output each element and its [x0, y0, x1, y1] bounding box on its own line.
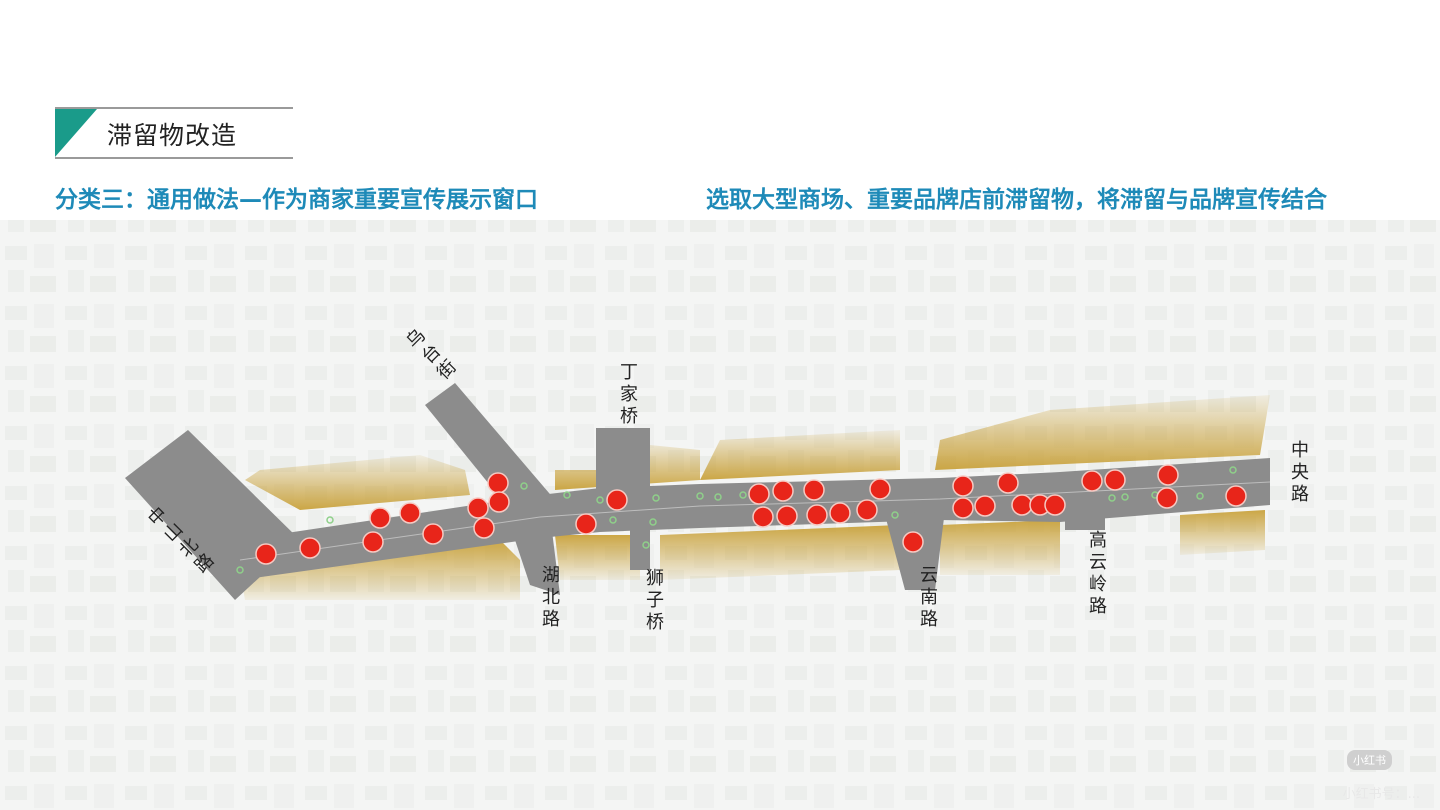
retained-object-marker — [856, 499, 878, 521]
retained-object-marker — [255, 543, 277, 565]
retained-object-marker — [997, 472, 1019, 494]
teal-triangle-icon — [55, 109, 97, 157]
watermark-text: 小红书号：... — [1342, 787, 1420, 802]
retained-object-marker — [1081, 470, 1103, 492]
retained-object-marker — [575, 513, 597, 535]
retained-object-marker — [1225, 485, 1247, 507]
retained-object-marker — [806, 504, 828, 526]
retained-object-marker — [473, 517, 495, 539]
retained-object-marker — [487, 472, 509, 494]
retained-object-marker — [952, 475, 974, 497]
header-bottom-line — [55, 157, 293, 159]
retained-object-marker — [1157, 464, 1179, 486]
subtitle-right: 选取大型商场、重要品牌店前滞留物，将滞留与品牌宣传结合 — [706, 187, 1327, 213]
section-header: 滞留物改造 — [55, 107, 293, 159]
retained-object-marker — [488, 491, 510, 513]
retained-object-marker — [467, 497, 489, 519]
map-canvas — [0, 220, 1440, 810]
retained-object-marker — [902, 531, 924, 553]
road-label: 中央路 — [1288, 440, 1309, 506]
retained-object-marker — [299, 537, 321, 559]
road-label: 云南路 — [917, 565, 938, 631]
header-top-line — [55, 107, 293, 109]
retained-object-marker — [369, 507, 391, 529]
retained-object-marker — [422, 523, 444, 545]
marker-layer — [255, 464, 1247, 565]
retained-object-marker — [974, 495, 996, 517]
road-label: 丁家桥 — [617, 362, 638, 428]
retained-object-marker — [869, 478, 891, 500]
section-title: 滞留物改造 — [107, 121, 238, 150]
retained-object-marker — [803, 479, 825, 501]
xiaohongshu-badge: 小红书 — [1347, 750, 1392, 770]
retained-object-marker — [1156, 487, 1178, 509]
road-label: 高云岭路 — [1086, 530, 1107, 618]
subtitle-left: 分类三：通用做法—作为商家重要宣传展示窗口 — [55, 187, 538, 213]
retained-object-marker — [362, 531, 384, 553]
retained-object-marker — [606, 489, 628, 511]
retained-object-marker — [399, 502, 421, 524]
retained-object-marker — [952, 497, 974, 519]
retained-object-marker — [748, 483, 770, 505]
street-map: 中山北路乌台街丁家桥湖北路狮子桥云南路高云岭路中央路 — [0, 220, 1440, 810]
retained-object-marker — [1104, 469, 1126, 491]
retained-object-marker — [1011, 494, 1033, 516]
retained-object-marker — [1044, 494, 1066, 516]
retained-object-marker — [829, 502, 851, 524]
retained-object-marker — [772, 480, 794, 502]
road-label: 狮子桥 — [643, 568, 664, 634]
road-label: 湖北路 — [539, 565, 560, 631]
retained-object-marker — [752, 506, 774, 528]
retained-object-marker — [776, 505, 798, 527]
